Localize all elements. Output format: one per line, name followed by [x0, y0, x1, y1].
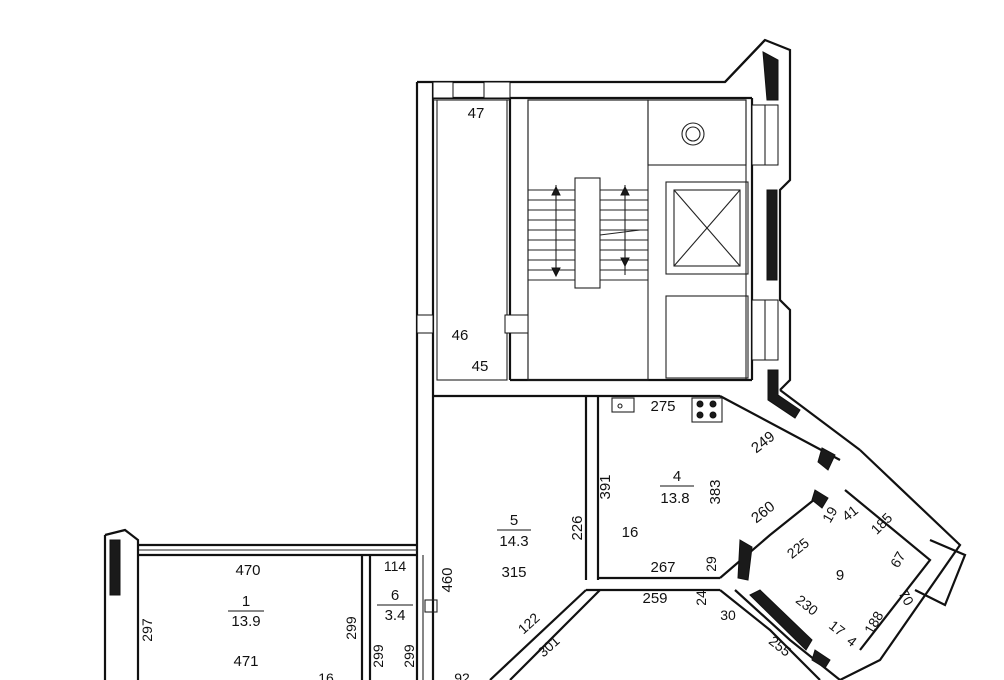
- dim-70: 70: [896, 587, 918, 609]
- room-6-area: 3.4: [385, 607, 406, 624]
- room-5-area: 14.3: [499, 533, 528, 550]
- dim-299-b: 299: [370, 644, 386, 668]
- dim-267: 267: [650, 559, 675, 576]
- dim-24: 24: [693, 590, 709, 606]
- dim-29: 29: [703, 556, 719, 572]
- dim-470: 470: [235, 562, 260, 579]
- dim-225: 225: [784, 534, 812, 561]
- room-labels: 5 14.3 4 13.8 1 13.9 6 3.4 9: [228, 468, 844, 630]
- dim-47: 47: [468, 105, 485, 122]
- dim-260: 260: [748, 498, 778, 527]
- stairwell: [527, 99, 749, 381]
- dim-17: 17: [826, 617, 848, 639]
- dim-4: 4: [844, 632, 860, 650]
- dim-45: 45: [472, 358, 489, 375]
- dim-297: 297: [139, 618, 155, 642]
- walls: [103, 38, 967, 680]
- dim-391: 391: [597, 474, 614, 499]
- room-1-number: 1: [242, 593, 250, 610]
- dim-383: 383: [707, 479, 724, 504]
- dim-460: 460: [439, 567, 456, 592]
- room-4-area: 13.8: [660, 490, 689, 507]
- room-9-number: 9: [836, 567, 844, 584]
- dim-46: 46: [452, 327, 469, 344]
- room-6-number: 6: [391, 587, 399, 604]
- dim-16-room1: 16: [318, 670, 334, 680]
- dim-301: 301: [535, 632, 563, 660]
- dim-230: 230: [793, 592, 821, 619]
- fixtures: [424, 397, 723, 613]
- dim-275: 275: [650, 398, 675, 415]
- dim-259: 259: [642, 590, 667, 607]
- dim-249: 249: [748, 428, 778, 457]
- dim-299-a: 299: [343, 616, 359, 640]
- dim-299-c: 299: [401, 644, 417, 668]
- dim-114: 114: [384, 558, 407, 574]
- room-1-area: 13.9: [231, 613, 260, 630]
- dim-16-room4: 16: [622, 524, 639, 541]
- dim-19: 19: [819, 504, 841, 526]
- dim-122: 122: [515, 609, 543, 637]
- dim-41: 41: [839, 502, 861, 524]
- dim-30: 30: [720, 607, 736, 623]
- dim-188: 188: [861, 608, 887, 636]
- dim-67: 67: [887, 549, 909, 571]
- room-4-number: 4: [673, 468, 681, 485]
- dim-255: 255: [766, 633, 794, 660]
- dim-185: 185: [868, 509, 896, 537]
- dim-92: 92: [454, 670, 470, 680]
- dim-471: 471: [233, 653, 258, 670]
- windows: [109, 51, 836, 669]
- dim-315: 315: [501, 564, 526, 581]
- room-5-number: 5: [510, 512, 518, 529]
- dim-226: 226: [569, 515, 586, 540]
